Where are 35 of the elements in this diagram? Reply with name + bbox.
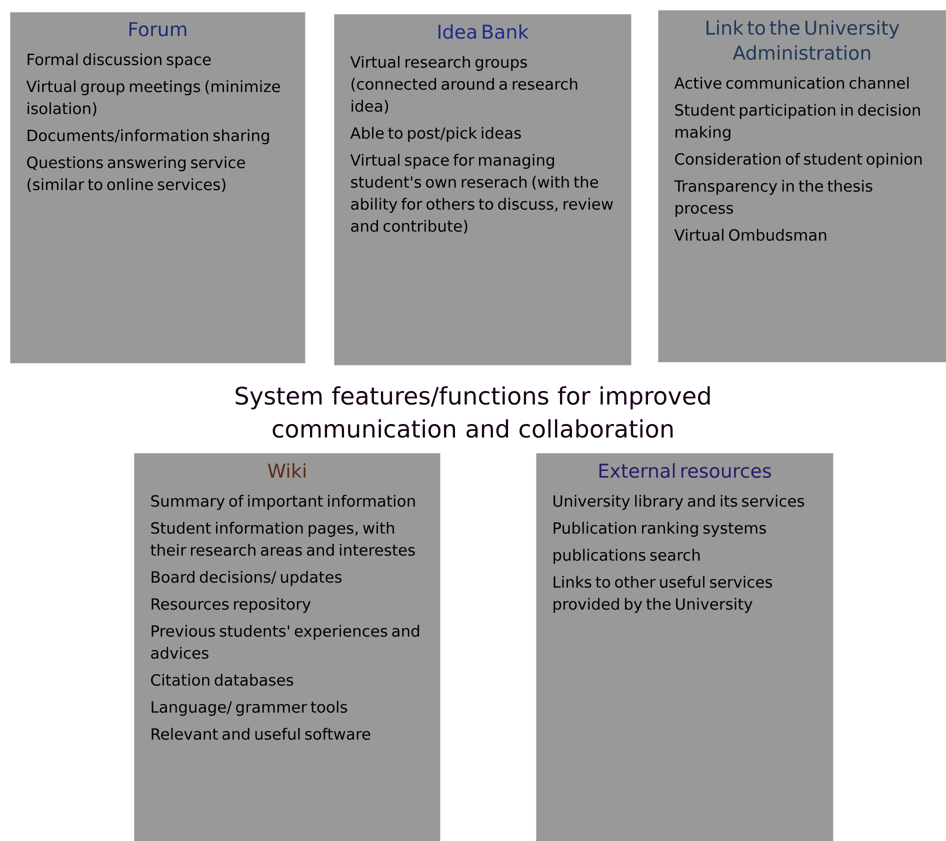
diagram-title: System features/functions for improved communication and collaboration xyxy=(236,386,710,438)
feature-text: Active communication channel xyxy=(674,76,909,89)
feature-text: Questions answering service (similar to online services) xyxy=(27,156,245,192)
feature-box xyxy=(658,10,946,362)
box-heading: Wiki xyxy=(268,463,306,478)
feature-text: Transparency in the thesis process xyxy=(674,180,872,217)
feature-text: Links to other useful services provided by the University xyxy=(554,576,772,613)
feature-text: Virtual space for managing student's own reserach (with the ability for others to discuss, review and contribute) xyxy=(350,154,613,234)
feature-text: Resources repository xyxy=(152,598,311,613)
box-heading: Link to the University Administration xyxy=(706,20,900,60)
feature-text: Consideration of student opinion xyxy=(675,152,922,168)
box-heading: External resources xyxy=(599,463,771,478)
feature-text: Board decisions/ updates xyxy=(152,570,342,586)
feature-text: Student participation in decision making xyxy=(675,104,920,141)
feature-text: Language/ grammer tools xyxy=(152,700,348,716)
feature-text: Previous students' experiences and advices xyxy=(151,624,420,659)
feature-box xyxy=(134,453,440,841)
feature-box xyxy=(334,14,632,366)
feature-box xyxy=(10,12,306,364)
feature-text: Relevant and useful software xyxy=(152,728,370,740)
feature-text: Able to post/pick ideas xyxy=(350,126,521,142)
feature-box xyxy=(536,453,834,841)
feature-text: University library and its services xyxy=(554,494,804,510)
feature-text: Summary of important information xyxy=(151,494,415,510)
feature-text: publications search xyxy=(554,548,700,564)
feature-text: Student information pages, with their research areas and interestes xyxy=(150,522,415,556)
feature-text: Publication ranking systems xyxy=(554,522,766,537)
box-heading: Forum xyxy=(129,22,186,36)
feature-text: Virtual research groups (connected around a research idea) xyxy=(350,56,578,114)
feature-text: Virtual group meetings (minimize isolation) xyxy=(26,80,280,116)
box-heading: Idea Bank xyxy=(438,24,529,39)
feature-text: Documents/information sharing xyxy=(28,129,269,144)
feature-text: Citation databases xyxy=(151,674,294,686)
feature-text: Virtual Ombudsman xyxy=(674,228,826,241)
feature-text: Formal discussion space xyxy=(28,53,211,68)
